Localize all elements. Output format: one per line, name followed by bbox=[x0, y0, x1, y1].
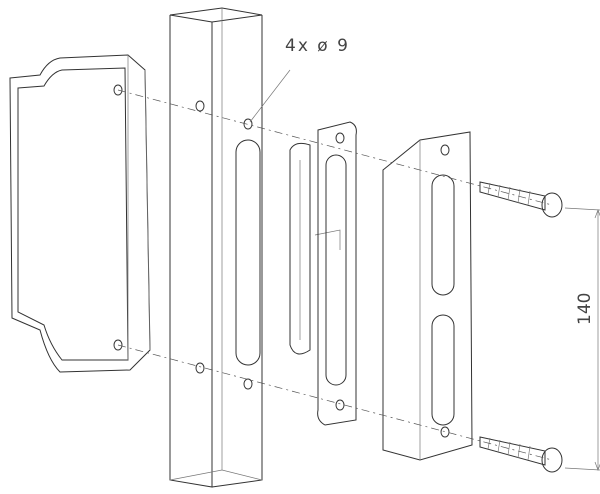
dimension-label: 140 bbox=[575, 292, 595, 325]
dimension-line bbox=[564, 207, 600, 471]
latch-insert bbox=[289, 142, 341, 355]
hole-callout-label: 4x ø 9 bbox=[285, 36, 350, 56]
screw-top bbox=[479, 181, 563, 218]
centerline-bottom bbox=[117, 344, 553, 461]
screw-bottom bbox=[479, 436, 563, 473]
callout-leader bbox=[249, 69, 291, 123]
lock-box-housing bbox=[9, 54, 151, 373]
angle-keeper bbox=[382, 131, 473, 461]
square-post bbox=[169, 7, 263, 488]
centerline-top bbox=[117, 89, 553, 206]
strike-plate bbox=[317, 121, 357, 426]
